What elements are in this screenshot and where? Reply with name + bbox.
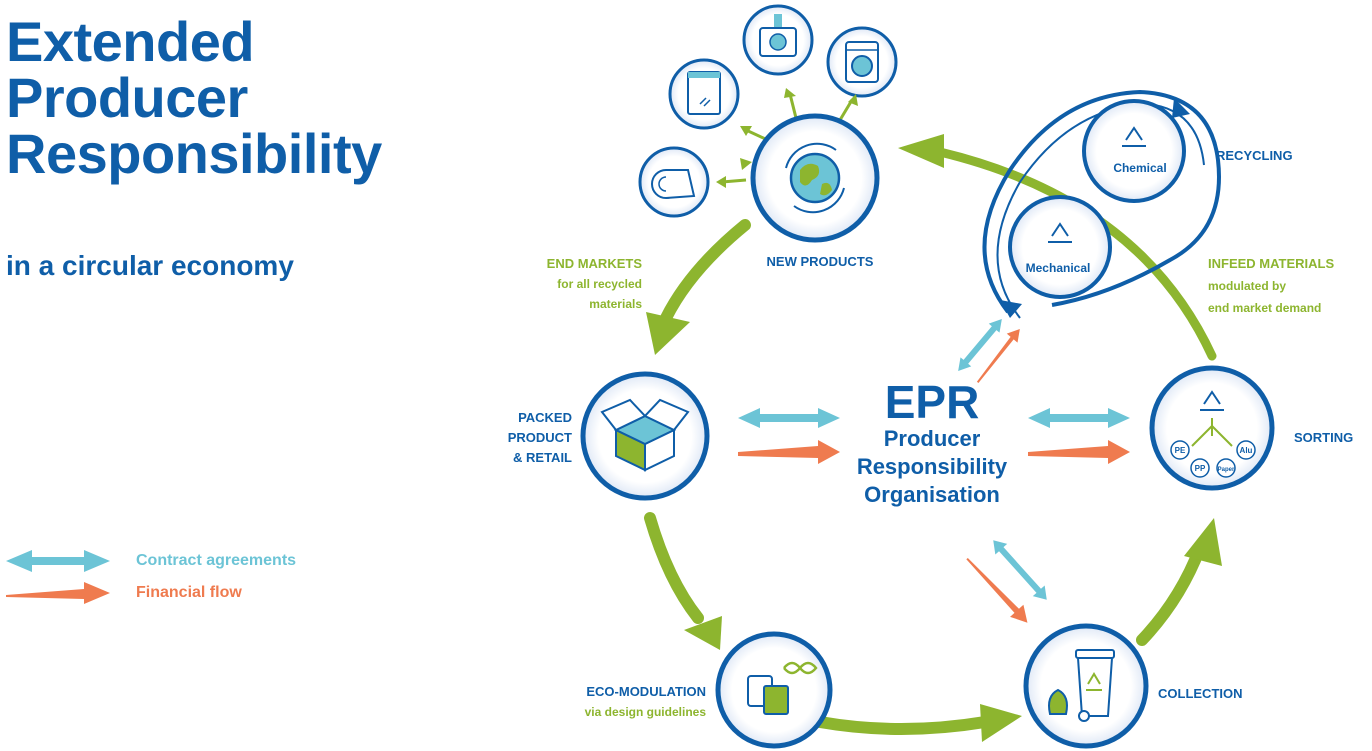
node-new-products: NEW PRODUCTS [750, 113, 880, 269]
label-packed-2: PRODUCT [508, 430, 572, 445]
legend-contract-label: Contract agreements [136, 552, 297, 569]
infeed-1: INFEED MATERIALS [1208, 256, 1334, 271]
end-markets-2: for all recycled [557, 277, 642, 291]
title-line-1: Extended [6, 10, 255, 73]
label-mechanical: Mechanical [1026, 261, 1091, 275]
single-arrow-icon [6, 582, 110, 604]
node-collection: COLLECTION [1023, 623, 1243, 749]
epr-line-2: Responsibility [857, 454, 1008, 479]
legend-financial-label: Financial flow [136, 584, 242, 601]
page-subtitle: in a circular economy [6, 250, 294, 281]
label-eco-1: ECO-MODULATION [586, 684, 706, 699]
pouch-icon [668, 58, 740, 130]
epr-abbr: EPR [885, 376, 980, 428]
epr-line-3: Organisation [864, 482, 1000, 507]
recycling-loop [982, 89, 1221, 319]
legend: Contract agreements Financial flow [6, 545, 296, 609]
annotation-end-markets: END MARKETS for all recycled materials [547, 256, 643, 311]
washing-machine-icon [826, 26, 898, 98]
label-recycling: RECYCLING [1216, 148, 1293, 163]
page-title: Extended Producer Responsibility [6, 14, 382, 182]
badge-paper: Paper [1218, 467, 1235, 473]
title-line-2: Producer [6, 66, 248, 129]
legend-financial: Financial flow [6, 577, 296, 609]
label-eco-2: via design guidelines [585, 705, 707, 719]
node-sorting: PE Alu PP Paper SORTING [1149, 365, 1353, 491]
badge-pe: PE [1175, 446, 1186, 455]
legend-contract: Contract agreements [6, 545, 296, 577]
end-markets-3: materials [589, 297, 642, 311]
product-icons [638, 4, 898, 218]
badge-pp: PP [1195, 464, 1206, 473]
annotation-infeed: INFEED MATERIALS modulated by end market… [1208, 256, 1334, 315]
node-chemical: Chemical RECYCLING [1082, 99, 1293, 203]
film-roll-icon [638, 146, 710, 218]
node-eco-modulation: ECO-MODULATION via design guidelines [585, 631, 833, 749]
label-sorting: SORTING [1294, 430, 1353, 445]
label-packed-1: PACKED [518, 410, 572, 425]
label-collection: COLLECTION [1158, 686, 1243, 701]
infeed-3: end market demand [1208, 301, 1321, 315]
mold-icon [742, 4, 814, 76]
node-mechanical: Mechanical [1008, 195, 1112, 299]
epr-center: EPR Producer Responsibility Organisation [857, 376, 1008, 507]
infeed-2: modulated by [1208, 279, 1286, 293]
epr-line-1: Producer [884, 426, 981, 451]
label-packed-3: & RETAIL [513, 450, 572, 465]
double-arrow-icon [6, 550, 110, 572]
title-line-3: Responsibility [6, 122, 382, 185]
label-new-products: NEW PRODUCTS [767, 254, 874, 269]
epr-flow-arrows [738, 318, 1130, 623]
end-markets-1: END MARKETS [547, 256, 643, 271]
badge-alu: Alu [1240, 446, 1253, 455]
node-packed-product: PACKED PRODUCT & RETAIL [508, 371, 710, 501]
label-chemical: Chemical [1113, 161, 1166, 175]
